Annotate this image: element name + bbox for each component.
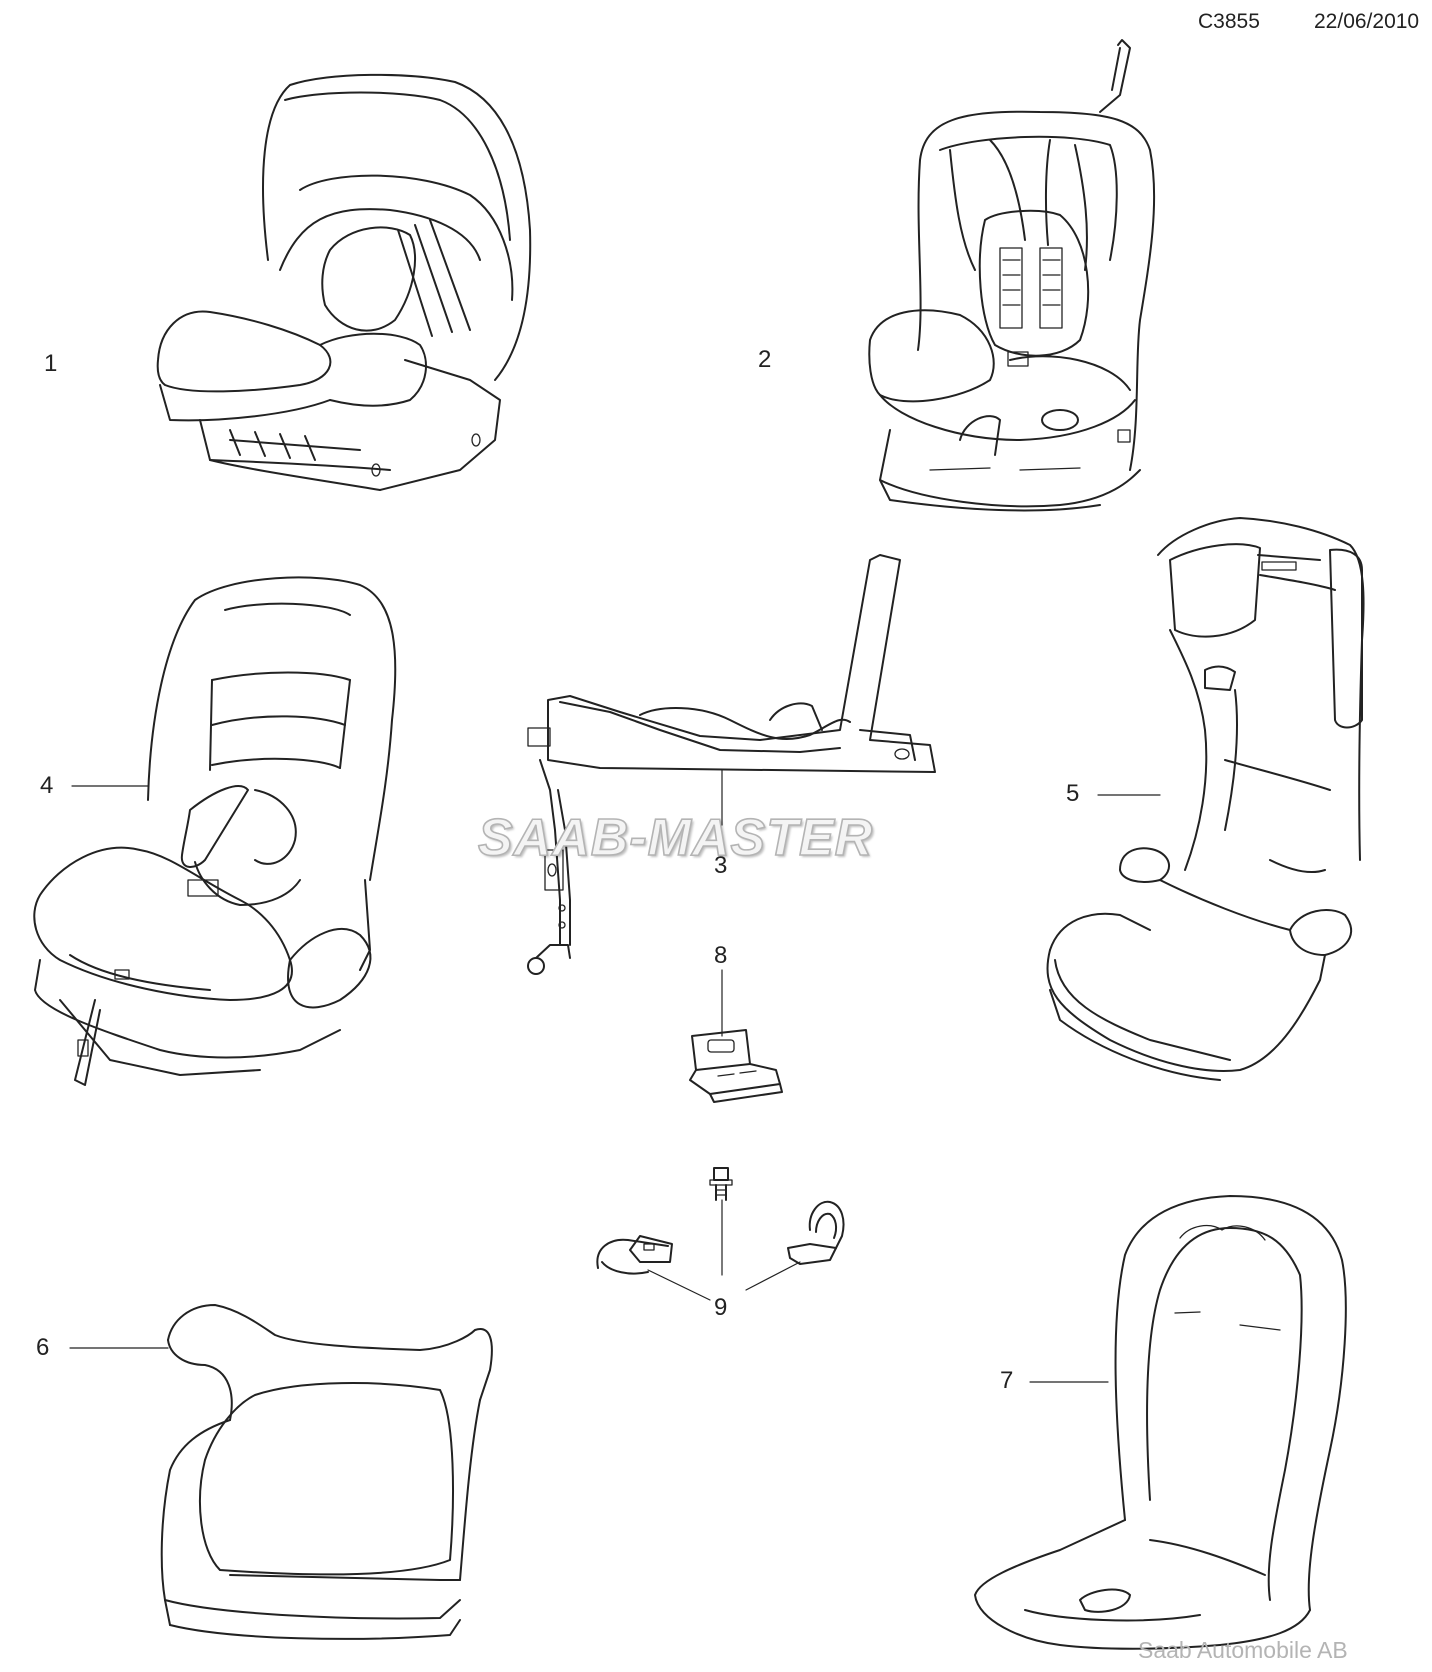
watermark: SAAB-MASTER (477, 808, 874, 868)
booster-cushion-icon (69, 1304, 493, 1640)
callout-9: 9 (714, 1294, 728, 1321)
callout-4: 4 (40, 772, 54, 799)
document-code: C3855 (1198, 10, 1260, 33)
infant-carrier-seat-icon (156, 73, 532, 491)
belt-clip-icon (689, 969, 783, 1103)
callout-6: 6 (36, 1334, 50, 1361)
anchor-bracket-kit-icon (596, 1167, 845, 1301)
seat-cover-icon (974, 1195, 1347, 1650)
callout-8: 8 (714, 942, 728, 969)
callout-5: 5 (1066, 780, 1080, 807)
callout-3: 3 (714, 852, 728, 879)
document-date: 22/06/2010 (1314, 10, 1420, 33)
callout-7: 7 (1000, 1367, 1014, 1394)
callout-2: 2 (758, 346, 772, 373)
child-seat-with-harness-icon (33, 576, 397, 1086)
high-back-booster-icon (1046, 517, 1365, 1081)
copyright-footer: Saab Automobile AB (1138, 1637, 1348, 1663)
child-safety-seat-icon (868, 39, 1156, 512)
isofix-base-icon (527, 554, 936, 975)
callout-1: 1 (44, 350, 58, 377)
